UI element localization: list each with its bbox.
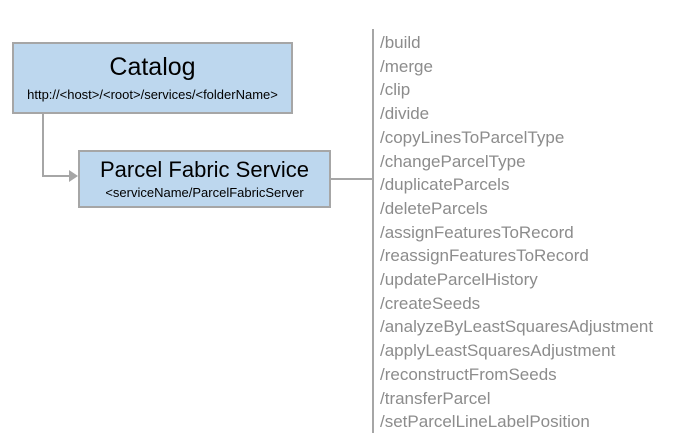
operation-item: /reconstructFromSeeds <box>380 364 557 384</box>
operations-list: /build/merge/clip/divide/copyLinesToParc… <box>380 31 680 434</box>
service-node-title: Parcel Fabric Service <box>99 156 310 182</box>
connector-arrowhead-icon <box>69 170 78 182</box>
service-node-path: <serviceName/ParcelFabricServer <box>105 184 304 200</box>
operation-item: /build <box>380 33 421 52</box>
operation-item: /setParcelLineLabelPosition <box>380 412 590 432</box>
operation-item: /createSeeds <box>380 293 481 313</box>
connector-service-to-operations <box>331 178 373 180</box>
operation-item: /clip <box>380 80 411 100</box>
operation-item: /reassignFeaturesToRecord <box>380 246 589 266</box>
connector-vertical-segment <box>42 114 44 177</box>
operation-item: /changeParcelType <box>380 151 526 171</box>
catalog-node: Catalog http://<host>/<root>/services/<f… <box>12 42 293 114</box>
operation-item: /assignFeaturesToRecord <box>380 222 574 242</box>
parcel-fabric-service-node: Parcel Fabric Service <serviceName/Parce… <box>78 150 331 208</box>
catalog-node-title: Catalog <box>109 52 196 81</box>
operation-item: /duplicateParcels <box>380 175 510 195</box>
operations-divider-line <box>372 29 374 433</box>
operation-item: /applyLeastSquaresAdjustment <box>380 341 616 361</box>
operation-item: /divide <box>380 104 430 124</box>
operation-item: /analyzeByLeastSquaresAdjustment <box>380 317 654 337</box>
operation-item: /merge <box>380 56 433 76</box>
operation-item: /transferParcel <box>380 388 491 408</box>
operation-item: /deleteParcels <box>380 198 488 218</box>
connector-horizontal-segment <box>42 175 70 177</box>
operation-item: /copyLinesToParcelType <box>380 127 565 147</box>
catalog-node-url: http://<host>/<root>/services/<folderNam… <box>27 87 278 103</box>
operation-item: /updateParcelHistory <box>380 270 538 290</box>
